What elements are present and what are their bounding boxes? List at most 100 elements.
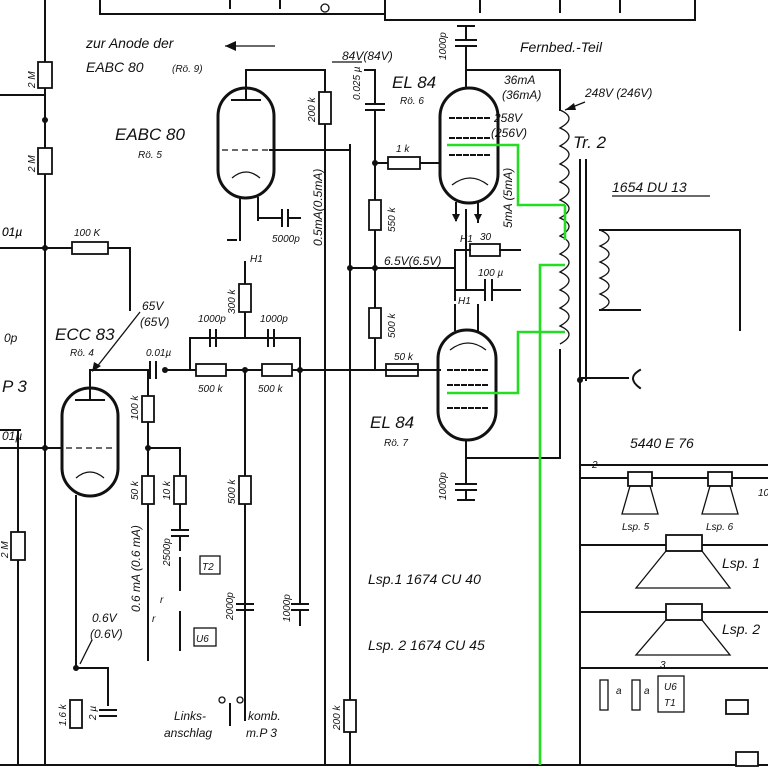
svg-text:0p: 0p — [4, 331, 18, 345]
resistor-30: 30 — [454, 232, 521, 257]
svg-text:1.6 k: 1.6 k — [58, 703, 69, 726]
capacitor-100u: 100 µ — [454, 268, 521, 301]
svg-text:200 k: 200 k — [307, 97, 318, 123]
svg-text:P 3: P 3 — [2, 377, 27, 396]
capacitor-1000p-top: 1000p — [438, 25, 477, 71]
resistor-50k-vertical: 50 k — [130, 475, 155, 505]
svg-text:50 k: 50 k — [130, 480, 141, 500]
svg-text:10µ: 10µ — [758, 488, 768, 499]
svg-text:T1: T1 — [664, 698, 676, 709]
svg-text:ECC 83: ECC 83 — [55, 325, 115, 344]
svg-text:01µ: 01µ — [2, 225, 22, 239]
svg-text:H1: H1 — [250, 254, 263, 265]
svg-text:1 k: 1 k — [396, 144, 410, 155]
svg-text:Tr. 2: Tr. 2 — [573, 133, 607, 152]
speaker-lsp1 — [634, 534, 732, 589]
svg-text:2: 2 — [591, 460, 598, 471]
svg-text:(256V): (256V) — [491, 126, 527, 140]
svg-text:2500p: 2500p — [162, 538, 173, 567]
resistor-2m-left: 2 M — [0, 531, 26, 561]
svg-text:2000p: 2000p — [225, 592, 236, 621]
fernbed-label: Fernbed.-Teil — [520, 39, 603, 55]
svg-text:Lsp. 6: Lsp. 6 — [706, 522, 734, 533]
resistor-500k-low: 500 k — [227, 369, 252, 721]
svg-text:U6: U6 — [196, 634, 209, 645]
svg-text:500 k: 500 k — [227, 479, 238, 504]
svg-text:1000p: 1000p — [282, 594, 293, 622]
svg-text:100 k: 100 k — [130, 395, 141, 420]
resistor-100k-vertical: 100 k — [130, 369, 155, 661]
tube-el84-upper — [438, 69, 500, 291]
capacitor-2500p: 2500p — [162, 529, 189, 567]
svg-text:H1: H1 — [460, 234, 473, 245]
svg-text:0.01µ: 0.01µ — [146, 348, 171, 359]
svg-text:Lsp. 2 1674 CU 45: Lsp. 2 1674 CU 45 — [368, 637, 485, 653]
svg-text:Rö. 5: Rö. 5 — [138, 150, 162, 161]
svg-text:Rö. 4: Rö. 4 — [70, 348, 94, 359]
resistor-500k-mid: 500 k — [368, 307, 398, 339]
svg-text:5000p: 5000p — [272, 234, 300, 245]
capacitors-1000p-pair: 1000p 1000p — [198, 314, 288, 347]
svg-text:EABC 80: EABC 80 — [115, 125, 185, 144]
svg-text:0.5mA(0.5mA): 0.5mA(0.5mA) — [311, 169, 325, 246]
svg-text:H1: H1 — [458, 296, 471, 307]
capacitor-1000p-low: 1000p — [282, 369, 309, 626]
svg-text:1000p: 1000p — [198, 314, 226, 325]
speaker-lsp6 — [701, 471, 739, 515]
svg-text:500 k: 500 k — [198, 384, 223, 395]
svg-text:0.6V: 0.6V — [92, 611, 118, 625]
svg-text:(36mA): (36mA) — [502, 88, 541, 102]
svg-text:Lsp.1 1674 CU 40: Lsp.1 1674 CU 40 — [368, 571, 481, 587]
svg-text:5mA (5mA): 5mA (5mA) — [501, 168, 515, 228]
svg-text:2 M: 2 M — [27, 155, 38, 173]
svg-text:Rö. 6: Rö. 6 — [400, 96, 424, 107]
speaker-lsp2 — [634, 603, 732, 656]
svg-text:(0.6V): (0.6V) — [90, 627, 123, 641]
svg-text:3: 3 — [660, 660, 666, 671]
svg-text:550 k: 550 k — [387, 207, 398, 232]
svg-text:65V: 65V — [142, 299, 164, 313]
speaker-lsp5 — [621, 471, 659, 515]
resistor-10k: 10 k — [162, 447, 187, 531]
resistor-1k: 1 k — [372, 144, 441, 170]
resistor-16k: 1.6 k — [58, 699, 83, 729]
svg-text:EL 84: EL 84 — [392, 73, 436, 92]
svg-text:248V (246V): 248V (246V) — [584, 86, 652, 100]
svg-text:10 k: 10 k — [162, 480, 173, 500]
svg-text:30: 30 — [480, 232, 492, 243]
resistor-100k: 100 K — [71, 228, 131, 311]
svg-text:komb.: komb. — [248, 709, 281, 723]
svg-text:1654 DU 13: 1654 DU 13 — [612, 179, 687, 195]
tube-el84-lower — [436, 304, 498, 459]
anode-ref-label: zur Anode der — [85, 35, 175, 51]
svg-text:(Rö. 9): (Rö. 9) — [172, 64, 203, 75]
svg-text:84V(84V): 84V(84V) — [342, 49, 393, 63]
svg-text:01µ: 01µ — [2, 429, 22, 443]
svg-text:a: a — [644, 686, 650, 697]
resistor-2m-lower: 2 M — [27, 147, 53, 175]
svg-text:(65V): (65V) — [140, 315, 169, 329]
tube-eabc80 — [216, 69, 351, 241]
svg-text:100 K: 100 K — [74, 228, 101, 239]
capacitor-001u: 0.01µ — [146, 348, 171, 379]
svg-text:5440 E 76: 5440 E 76 — [630, 435, 694, 451]
svg-text:100 µ: 100 µ — [478, 268, 503, 279]
tube-ecc83 — [60, 369, 120, 669]
capacitor-2000p: 2000p — [225, 592, 254, 621]
svg-text:2 M: 2 M — [0, 541, 11, 559]
svg-text:36mA: 36mA — [504, 73, 535, 87]
svg-text:300 k: 300 k — [227, 289, 238, 314]
svg-text:anschlag: anschlag — [164, 726, 212, 740]
svg-text:200 k: 200 k — [332, 705, 343, 731]
svg-text:50 k: 50 k — [394, 352, 414, 363]
resistor-50k-grid: 50 k — [385, 352, 419, 377]
svg-text:0.025 µ: 0.025 µ — [352, 66, 363, 100]
svg-text:2 M: 2 M — [27, 71, 38, 89]
svg-text:a: a — [616, 686, 622, 697]
svg-text:0.6 mA (0.6 mA): 0.6 mA (0.6 mA) — [129, 525, 143, 612]
svg-text:Lsp. 5: Lsp. 5 — [622, 522, 650, 533]
capacitor-1000p-bottom: 1000p — [438, 457, 477, 501]
resistor-550k: 550 k — [368, 199, 398, 232]
